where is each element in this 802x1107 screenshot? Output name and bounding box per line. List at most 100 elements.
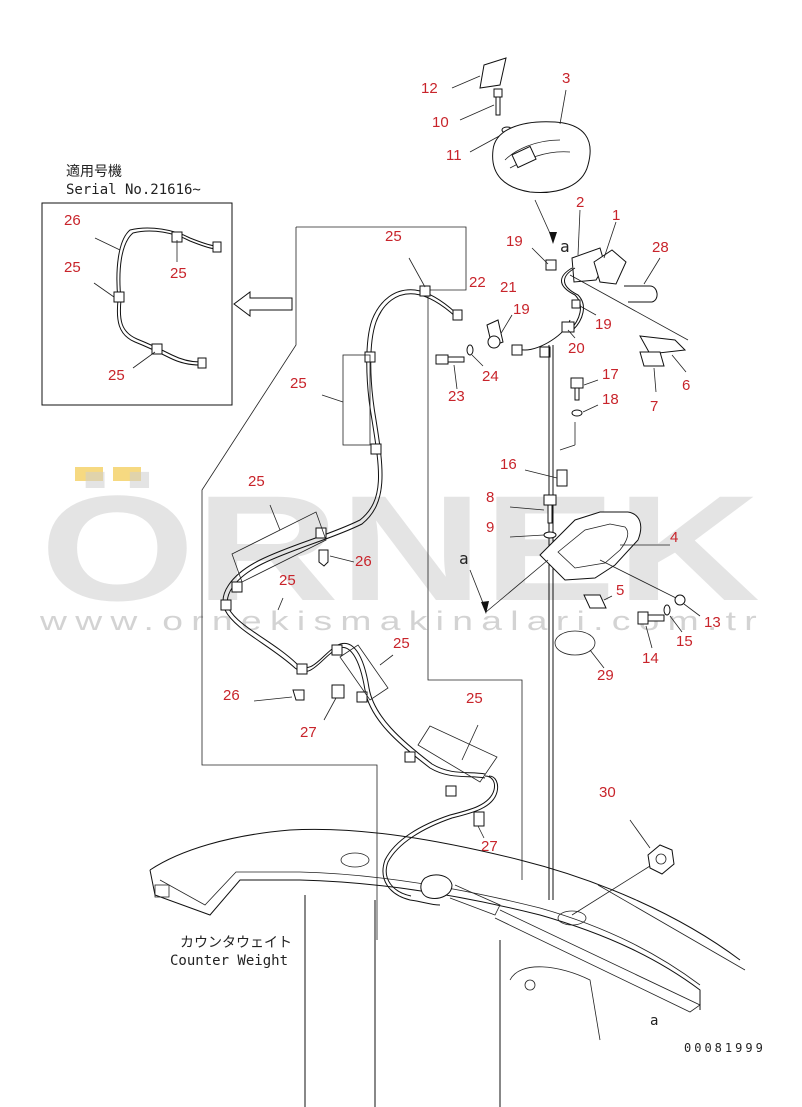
callout-9: 9 <box>486 519 494 536</box>
clamp-25-8 <box>331 644 343 656</box>
callout-21: 21 <box>500 279 517 296</box>
counterweight-top-edge <box>149 828 741 961</box>
lamp-harness: 19 19 19 20 21 22 23 24 <box>435 233 612 405</box>
watermark-accent-2 <box>113 467 141 481</box>
callout-25: 25 <box>385 228 402 245</box>
clip-27b <box>473 811 485 827</box>
part-9-washer <box>543 531 557 539</box>
clip-27a <box>331 684 345 699</box>
main-harness: 25 25 25 25 25 25 <box>220 228 499 906</box>
callout-28: 28 <box>652 239 669 256</box>
inset-connector-bottom <box>197 357 207 369</box>
callout-10: 10 <box>432 114 449 131</box>
callout-5: 5 <box>616 582 624 599</box>
callout-3: 3 <box>562 70 570 87</box>
callout-27: 27 <box>481 838 498 855</box>
callout-17: 17 <box>602 366 619 383</box>
callout-25: 25 <box>64 259 81 276</box>
callout-18: 18 <box>602 391 619 408</box>
watermark-brand: ÖRNEK <box>40 464 760 632</box>
inset-clamp-25c <box>151 343 163 355</box>
inset-frame <box>41 202 233 406</box>
inset-harness-lower <box>116 299 201 366</box>
callout-25: 25 <box>466 690 483 707</box>
callout-27: 27 <box>300 724 317 741</box>
clamp-25-7 <box>296 663 308 675</box>
callout-11: 11 <box>446 147 462 164</box>
callout-8: 8 <box>486 489 494 506</box>
inset-arrow-icon <box>233 291 293 317</box>
clamp-25-5 <box>231 581 243 593</box>
callout-26: 26 <box>64 212 81 229</box>
arrow-down-icon <box>549 232 557 244</box>
callout-7: 7 <box>650 398 658 415</box>
inset-clamp-25 <box>113 291 125 303</box>
counterweight-lift-eye-2 <box>557 910 587 926</box>
zone-outline-left <box>201 227 378 940</box>
part-5-cushion <box>583 594 607 609</box>
callout-24: 24 <box>482 368 499 385</box>
callout-25: 25 <box>248 473 265 490</box>
clamp-25-10 <box>404 751 416 763</box>
harness-connector <box>511 344 523 356</box>
clamp-25-6 <box>220 599 232 611</box>
callout-25: 25 <box>108 367 125 384</box>
clamp-25-3 <box>370 443 382 455</box>
part-30-plug <box>647 844 675 875</box>
counterweight-lift-eye <box>340 852 370 868</box>
part-4-mount-bracket <box>539 511 642 581</box>
callout-25: 25 <box>393 635 410 652</box>
switch-bracket: 1 2 28 6 7 <box>569 194 690 415</box>
part-13-nut <box>674 594 686 606</box>
clamp-25-11 <box>445 785 457 797</box>
part-8-bolt-head <box>543 494 557 506</box>
inset-panel: 適用号機 Serial No.21616~ 26 25 25 25 <box>41 163 233 406</box>
counterweight-jp-label: カウンタウェイト <box>180 935 292 951</box>
ref-letter-a: a <box>459 549 469 568</box>
part-18-washer <box>571 409 583 417</box>
clamp-25-9 <box>356 691 368 703</box>
part-23-bolt-head <box>435 354 449 365</box>
callout-22: 22 <box>469 274 486 291</box>
counterweight-socket <box>420 874 453 899</box>
counterweight: a カウンタウェイト Counter Weight <box>149 828 746 1107</box>
clip-26a <box>318 549 329 567</box>
part-14-bolt-head <box>637 611 649 625</box>
part-29-seal <box>554 630 596 656</box>
part-14-bolt-shank <box>647 614 665 622</box>
clamp-25-1 <box>419 285 431 297</box>
harness-connector-top <box>452 309 463 321</box>
callout-6: 6 <box>682 377 690 394</box>
callout-16: 16 <box>500 456 517 473</box>
callout-23: 23 <box>448 388 465 405</box>
callout-26: 26 <box>223 687 240 704</box>
part-10-bolt-head <box>493 88 503 98</box>
drawing-number: 00081999 <box>684 1041 766 1055</box>
clip-26b <box>292 689 305 701</box>
part-8-bolt-shank <box>547 504 553 524</box>
inset-jp-label: 適用号機 <box>66 163 122 180</box>
callout-14: 14 <box>642 650 659 667</box>
part-6-plate <box>639 335 687 355</box>
part-15-washer <box>663 604 671 616</box>
callout-12: 12 <box>421 80 438 97</box>
inset-harness-upper <box>116 227 216 301</box>
callout-15: 15 <box>676 633 693 650</box>
part-12-cover <box>479 57 507 89</box>
callout-26: 26 <box>355 553 372 570</box>
part-10-bolt-shank <box>495 96 501 116</box>
callout-25: 25 <box>279 572 296 589</box>
watermark-accent-1 <box>75 467 103 481</box>
part-3-lens <box>511 145 537 169</box>
callout-25: 25 <box>170 265 187 282</box>
inset-connector-top <box>212 241 222 253</box>
callout-19: 19 <box>513 301 530 318</box>
harness-19-line <box>561 267 581 331</box>
callout-13: 13 <box>704 614 721 631</box>
callout-30: 30 <box>599 784 616 801</box>
stay-assembly: 16 17 18 <box>500 345 619 900</box>
arrow-down-icon <box>481 601 489 614</box>
work-light-assembly: 12 10 11 3 a <box>421 57 591 256</box>
callout-19: 19 <box>506 233 523 250</box>
